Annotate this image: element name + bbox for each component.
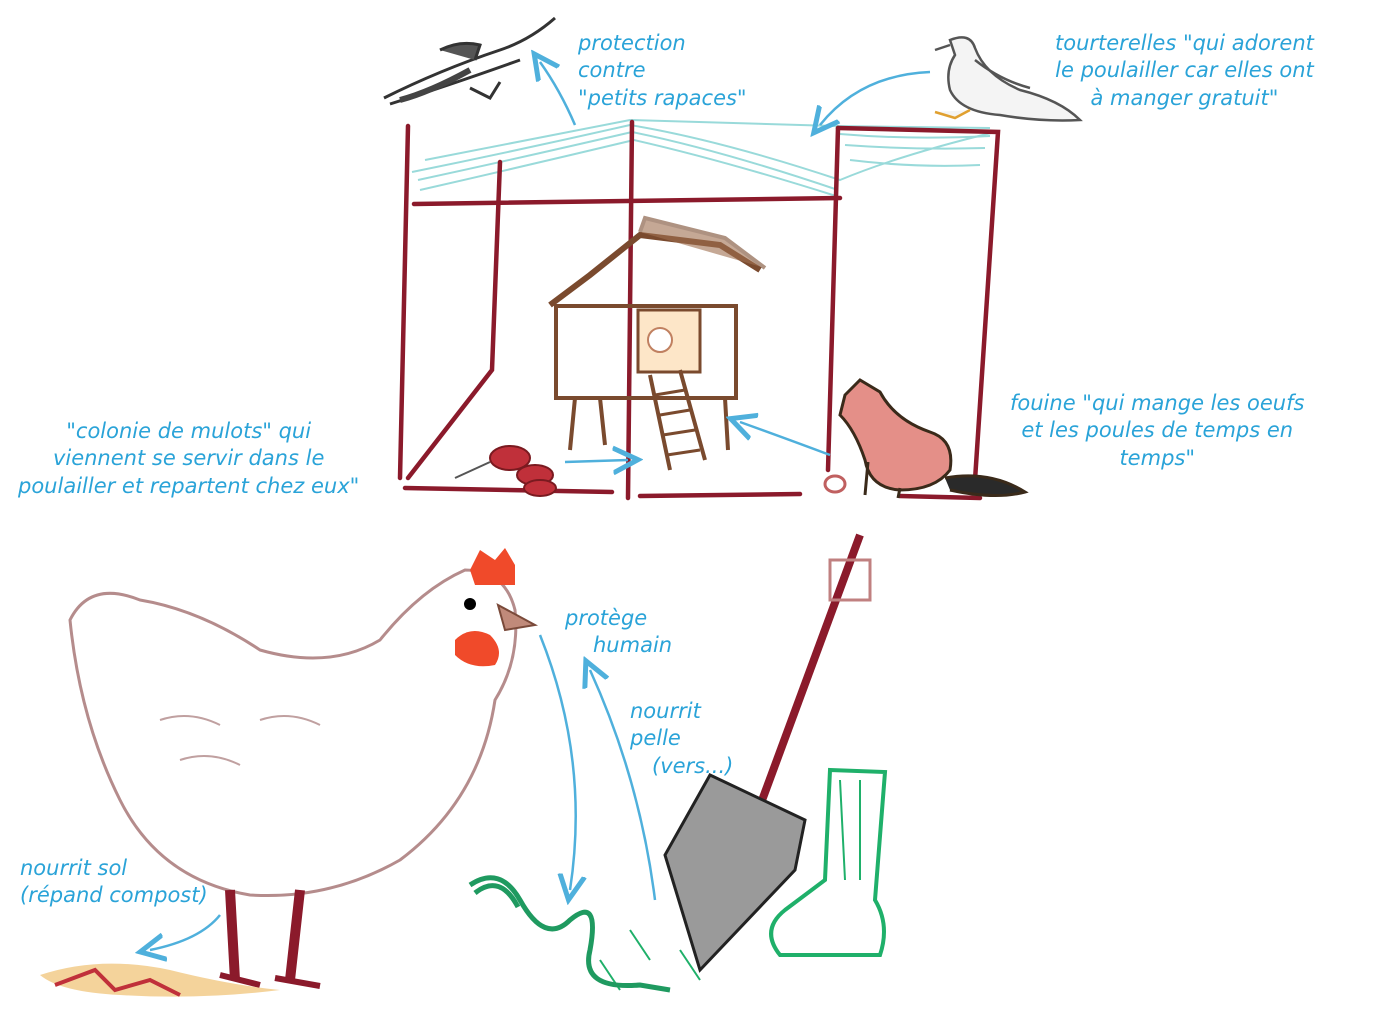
note-line: "colonie de mulots" qui (18, 418, 359, 445)
note-line: protection (578, 30, 747, 57)
hen-icon (70, 548, 535, 986)
note-line: (répand compost) (20, 882, 208, 909)
note-line: (vers...) (630, 753, 733, 780)
note-line: viennent se servir dans le (18, 445, 359, 472)
note-line: contre (578, 57, 747, 84)
marten-note: fouine "qui mange les oeufs et les poule… (1010, 390, 1304, 472)
note-line: tourterelles "qui adorent (1055, 30, 1314, 57)
mice-colony-note: "colonie de mulots" qui viennent se serv… (18, 418, 359, 500)
note-line: à manger gratuit" (1055, 85, 1314, 112)
human-protects-note: protège humain (565, 605, 672, 660)
note-line: fouine "qui mange les oeufs (1010, 390, 1304, 417)
chicken-coop (550, 218, 765, 470)
note-line: humain (565, 632, 672, 659)
raptor-bird-icon (384, 18, 555, 104)
marten-icon (825, 380, 1025, 498)
note-line: poulailler et repartent chez eux" (18, 473, 359, 500)
note-word: nourrit (20, 856, 91, 880)
raptor-protection-note: protection contre "petits rapaces" (578, 30, 747, 112)
note-line: le poulailler car elles ont (1055, 57, 1314, 84)
hen-feeds-soil-note: nourrit sol (répand compost) (20, 855, 208, 910)
note-line: protège (565, 605, 672, 632)
doves-note: tourterelles "qui adorent le poulailler … (1055, 30, 1314, 112)
note-line: "petits rapaces" (578, 85, 747, 112)
shovel-feeds-note: nourrit pelle (vers...) (630, 698, 733, 780)
note-line: et les poules de temps en (1010, 417, 1304, 444)
note-word: sol (98, 856, 128, 880)
note-line: temps" (1010, 445, 1304, 472)
note-line: pelle (630, 725, 733, 752)
note-line: nourrit (630, 698, 733, 725)
snake-icon (470, 878, 670, 990)
